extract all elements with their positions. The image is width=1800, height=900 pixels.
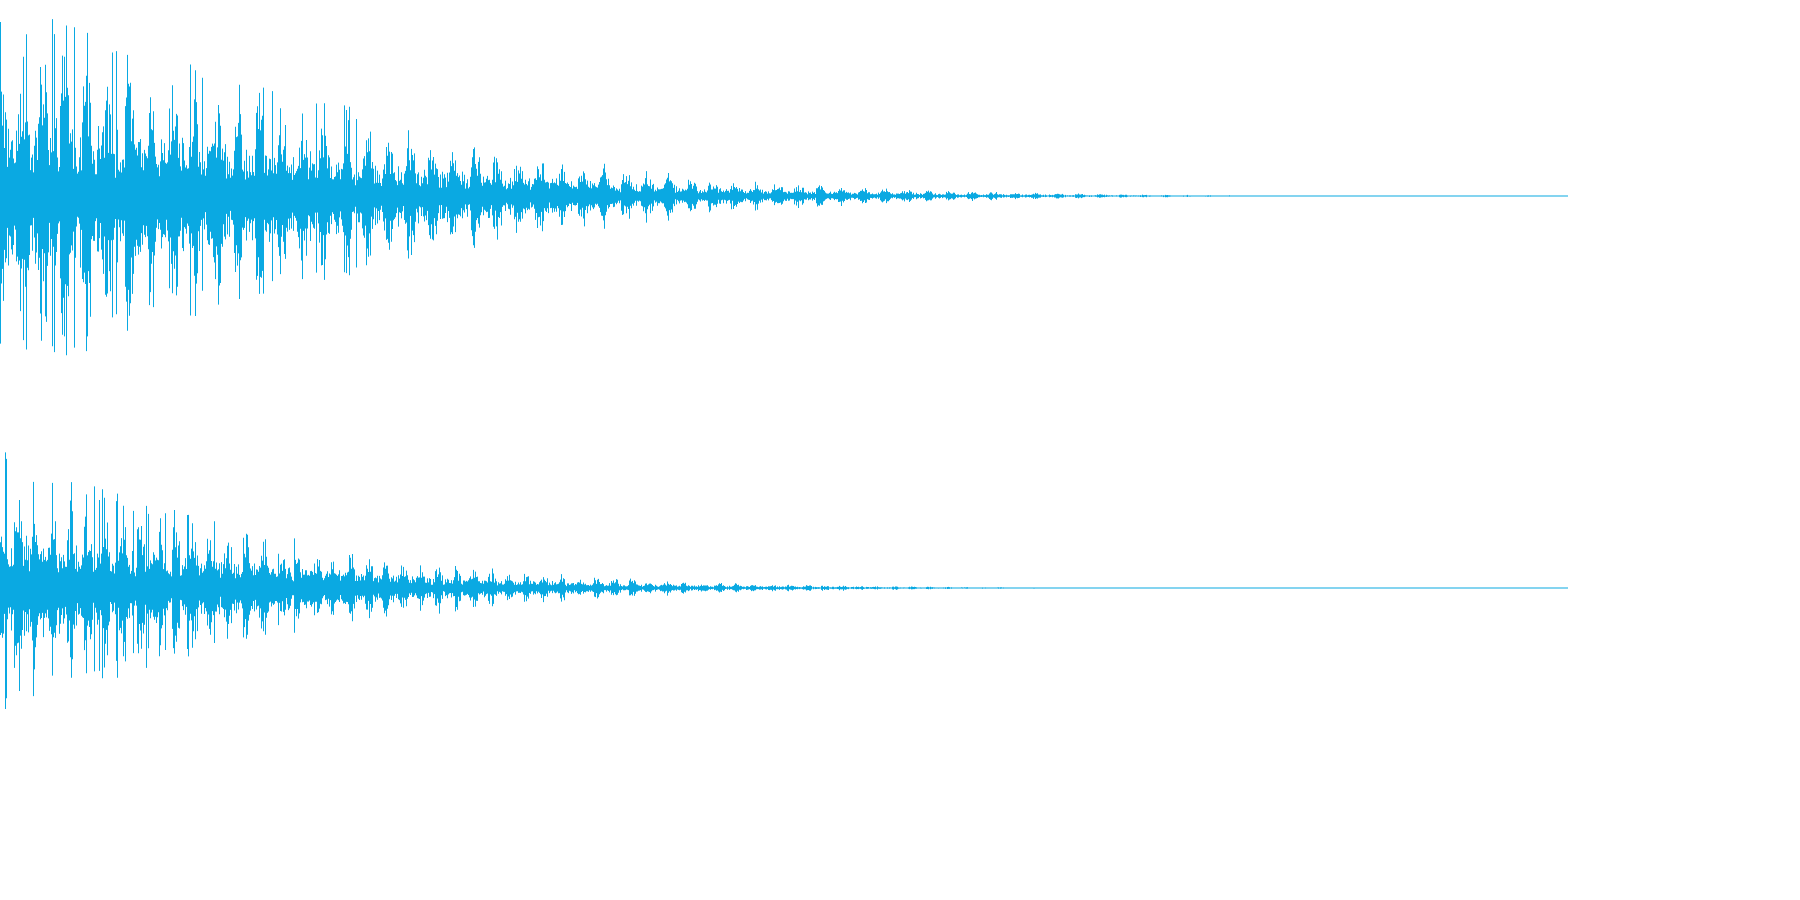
waveform-canvas <box>0 19 1568 709</box>
waveform-channel-1 <box>0 19 1568 356</box>
channel-1-waveform <box>0 19 1273 356</box>
audio-waveform-display <box>0 19 1568 709</box>
channel-2-waveform <box>0 452 1072 709</box>
waveform-channel-2 <box>0 452 1568 709</box>
